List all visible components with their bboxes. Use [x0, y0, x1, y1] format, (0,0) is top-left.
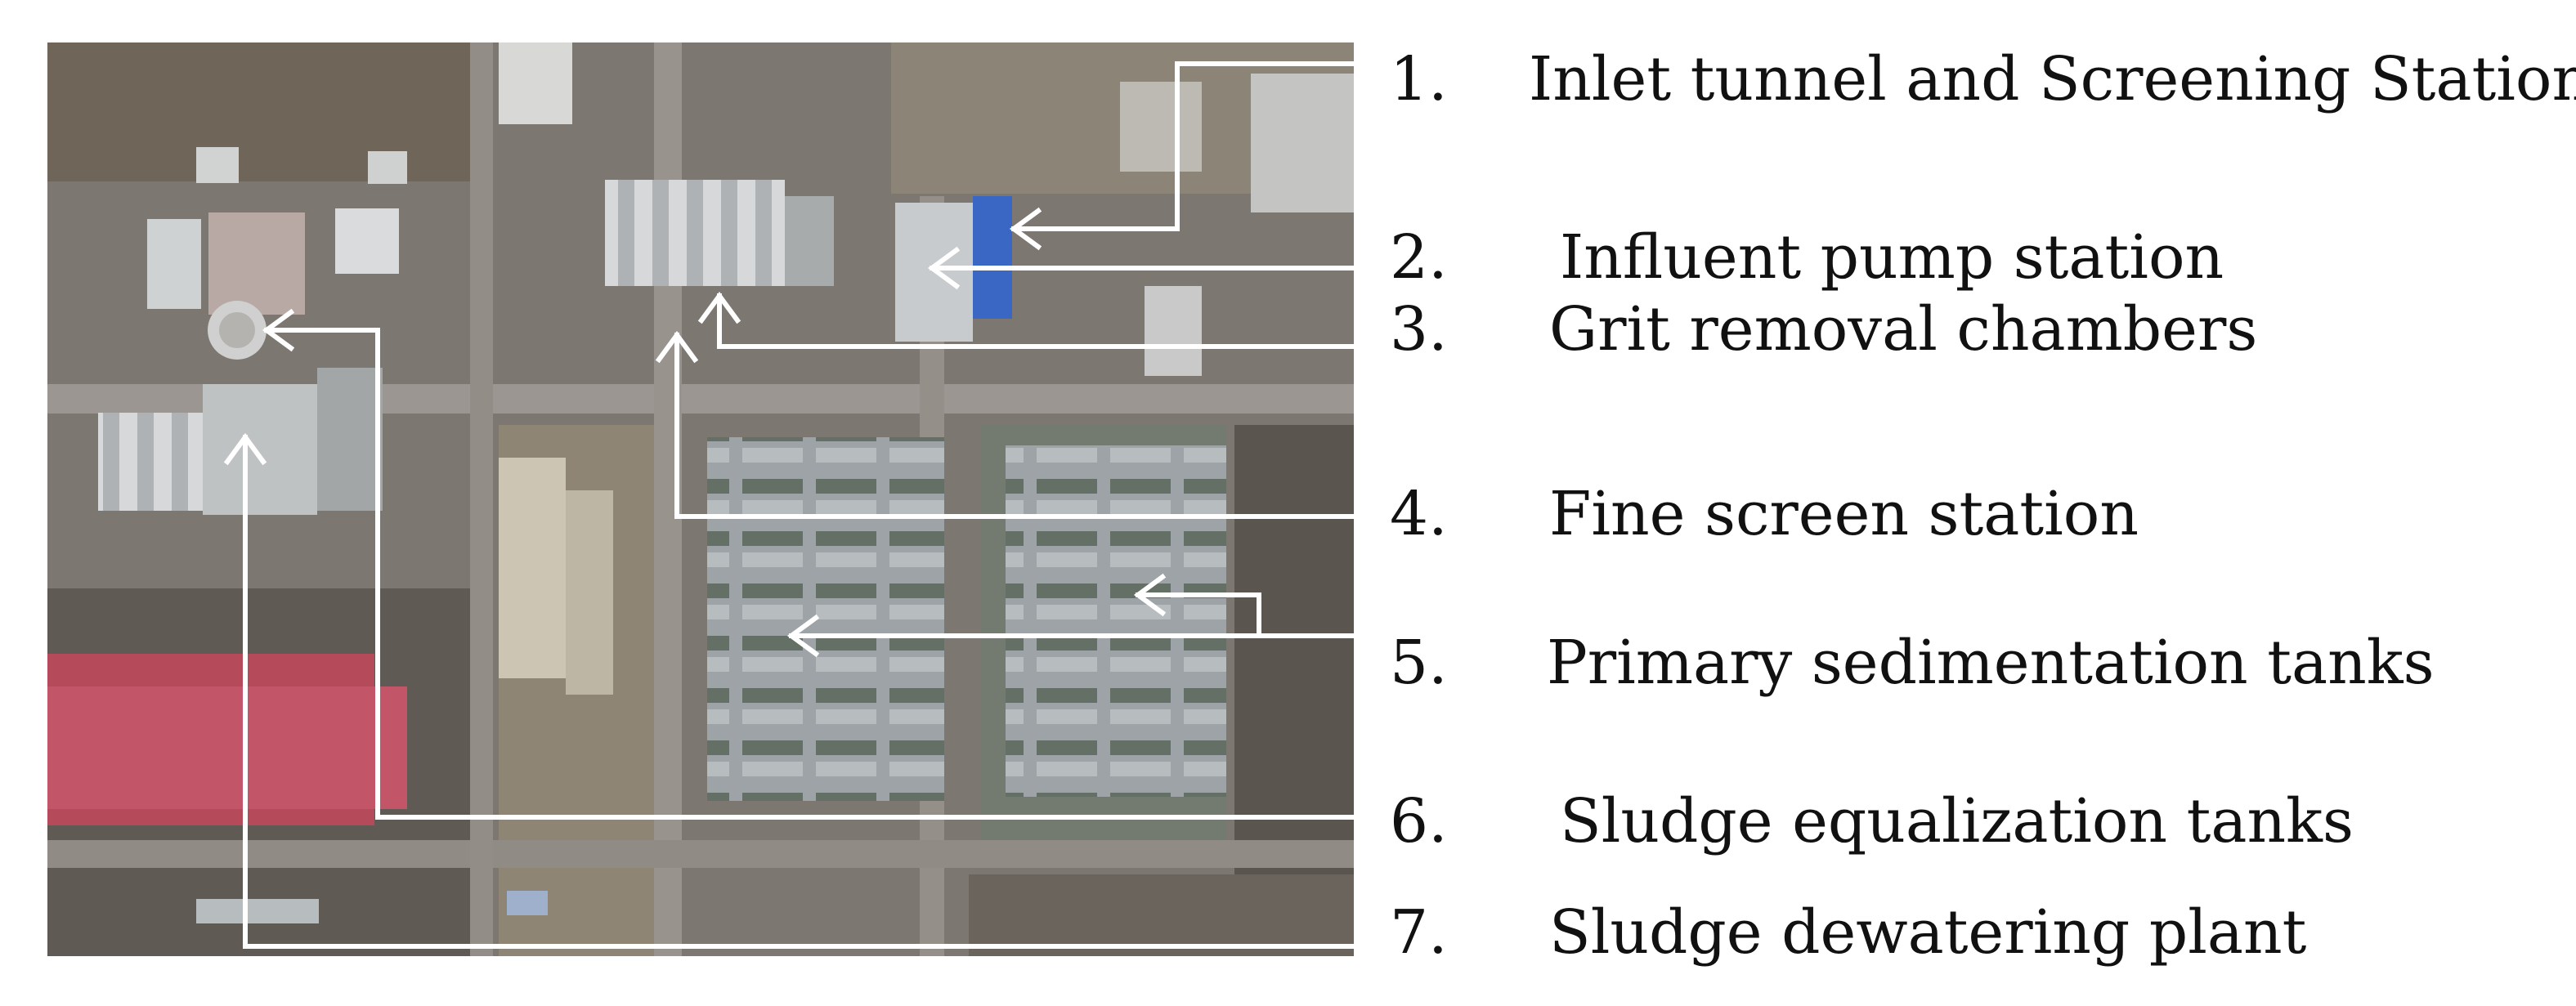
legend-number-2: 2. [1390, 222, 1448, 293]
satellite-image [47, 42, 1354, 956]
legend-label-4: Fine screen station [1549, 479, 2139, 549]
arrowhead-5b [1133, 573, 1167, 617]
arrowhead-2 [927, 246, 961, 290]
arrowhead-6 [262, 308, 295, 352]
legend-label-6: Sludge equalization tanks [1560, 786, 2354, 856]
legend-number-1: 1. [1390, 44, 1448, 114]
legend-label-1: Inlet tunnel and Screening Station [1529, 44, 2576, 114]
callout-lines [223, 61, 1356, 949]
legend-label-3: Grit removal chambers [1549, 294, 2257, 364]
arrowhead-7 [223, 432, 267, 466]
arrowhead-3 [697, 291, 741, 324]
legend-number-5: 5. [1390, 628, 1448, 698]
legend-number-3: 3. [1390, 294, 1448, 364]
legend-label-7: Sludge dewatering plant [1549, 897, 2307, 968]
legend: 1. Inlet tunnel and Screening Station 2.… [1390, 44, 2576, 968]
callout-line-1 [1011, 61, 1356, 231]
callout-line-7 [243, 435, 1356, 949]
arrowhead-5a [786, 614, 820, 658]
callout-line-5b [1136, 592, 1261, 638]
legend-label-5: Primary sedimentation tanks [1547, 628, 2435, 698]
arrowhead-4 [655, 330, 699, 364]
legend-number-6: 6. [1390, 786, 1448, 856]
legend-label-2: Influent pump station [1560, 222, 2224, 293]
legend-number-4: 4. [1390, 479, 1448, 549]
callout-line-4 [674, 333, 1356, 519]
legend-number-7: 7. [1390, 897, 1448, 968]
arrowhead-1 [1009, 207, 1042, 251]
callout-line-3 [717, 293, 1356, 349]
callout-line-6 [264, 328, 1356, 820]
